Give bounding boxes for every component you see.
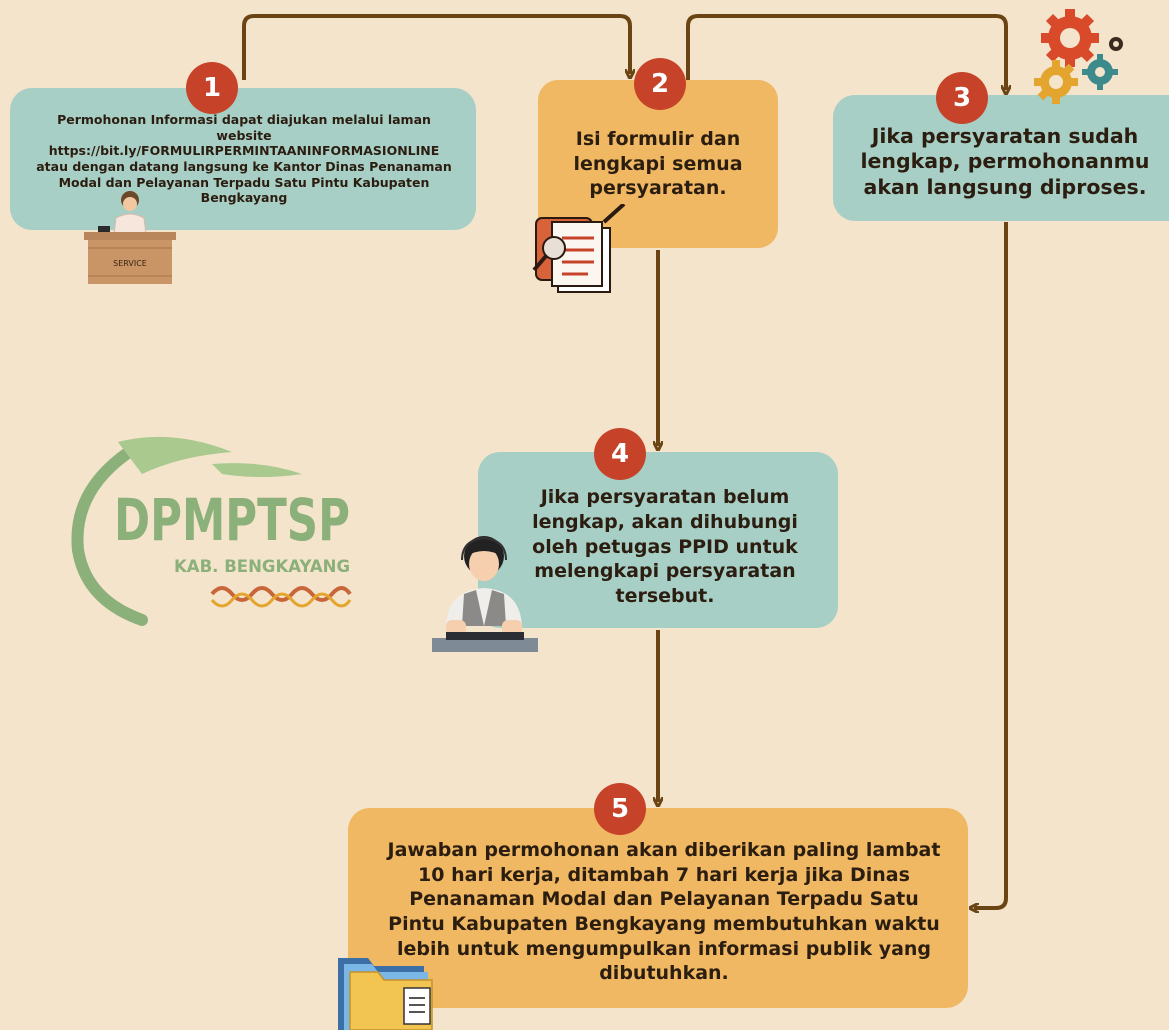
step-2-badge: 2 <box>634 58 686 110</box>
step-4-text: Jika persyaratan belum lengkap, akan dih… <box>532 486 798 608</box>
step-5-box: Jawaban permohonan akan diberikan paling… <box>348 808 968 1008</box>
step-2-text: Isi formulir dan lengkapi semua persyara… <box>573 127 743 200</box>
service-desk-icon: SERVICE <box>84 191 176 284</box>
step-3-text: Jika persyaratan sudah lengkap, permohon… <box>860 123 1150 199</box>
step-5-badge: 5 <box>594 783 646 835</box>
step-3-box: Jika persyaratan sudah lengkap, permohon… <box>833 95 1169 221</box>
arrow-3-to-5 <box>974 222 1008 908</box>
step-3-badge: 3 <box>936 72 988 124</box>
dpmptsp-logo: DPMPTSP KAB. BENGKAYANG <box>71 436 352 626</box>
customer-service-agent-icon <box>432 536 538 652</box>
logo-name: DPMPTSP <box>114 486 350 554</box>
service-desk-label: SERVICE <box>113 259 147 268</box>
step-1-badge: 1 <box>186 62 238 114</box>
step-1-text: Permohonan Informasi dapat diajukan mela… <box>36 112 452 206</box>
step-5-text: Jawaban permohonan akan diberikan paling… <box>387 838 941 985</box>
step-1-box: Permohonan Informasi dapat diajukan mela… <box>10 88 476 230</box>
step-4-badge: 4 <box>594 428 646 480</box>
arrow-2-to-3 <box>686 14 1006 90</box>
arrow-1-to-2 <box>242 14 630 80</box>
logo-ornament <box>210 586 352 608</box>
document-checklist-icon <box>532 204 626 293</box>
gears-icon <box>1034 9 1123 104</box>
logo-subtitle: KAB. BENGKAYANG <box>174 557 350 577</box>
step-4-box: Jika persyaratan belum lengkap, akan dih… <box>478 452 838 628</box>
folder-document-icon <box>338 958 433 1030</box>
